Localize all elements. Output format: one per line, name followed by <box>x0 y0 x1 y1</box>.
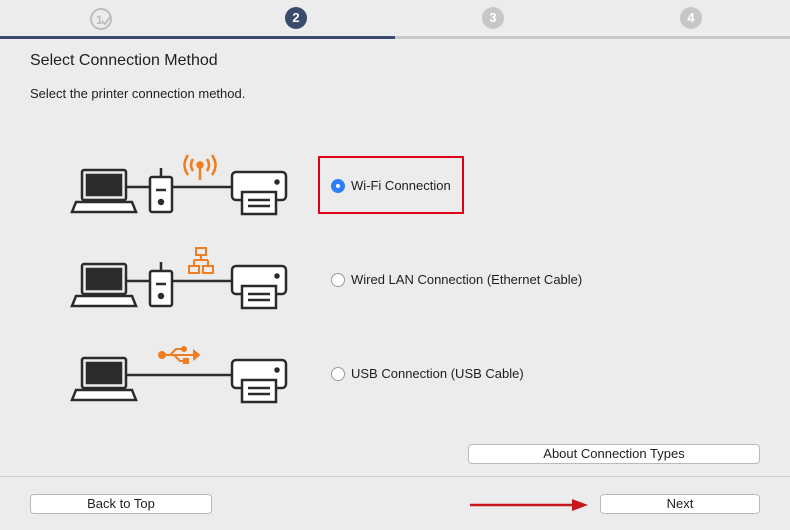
printer-icon <box>230 170 288 216</box>
wifi-connection-diagram <box>70 154 288 216</box>
printer-icon <box>230 358 288 404</box>
step-2-active: 2 <box>285 7 307 29</box>
step-3-pending: 3 <box>482 7 504 29</box>
option-usb[interactable]: USB Connection (USB Cable) <box>331 366 524 381</box>
option-wifi[interactable]: Wi-Fi Connection <box>331 178 451 193</box>
wifi-highlight-box <box>318 156 464 214</box>
router-icon <box>148 262 174 308</box>
step-4-pending: 4 <box>680 7 702 29</box>
router-icon <box>148 168 174 214</box>
usb-connection-diagram <box>70 346 288 404</box>
about-connection-types-button[interactable]: About Connection Types <box>468 444 760 464</box>
option-usb-label: USB Connection (USB Cable) <box>351 366 524 381</box>
step-1-done: 1 <box>90 8 112 30</box>
usb-icon <box>158 346 201 364</box>
footer-divider <box>0 476 790 477</box>
laptop-icon <box>70 168 138 214</box>
printer-icon <box>230 264 288 310</box>
red-arrow-icon <box>470 499 588 511</box>
wired-lan-diagram <box>70 247 288 310</box>
option-wifi-label: Wi-Fi Connection <box>351 178 451 193</box>
page-subtitle: Select the printer connection method. <box>30 86 246 101</box>
page-title: Select Connection Method <box>30 52 218 69</box>
option-wired-lan-label: Wired LAN Connection (Ethernet Cable) <box>351 272 583 287</box>
laptop-icon <box>70 356 138 402</box>
svg-text:1: 1 <box>96 13 103 27</box>
check-icon: 1 <box>96 13 110 27</box>
laptop-icon <box>70 262 138 308</box>
next-button[interactable]: Next <box>600 494 760 514</box>
back-to-top-button[interactable]: Back to Top <box>30 494 212 514</box>
wired-lan-radio[interactable] <box>331 272 345 287</box>
wifi-radio[interactable] <box>331 178 345 193</box>
progress-fill <box>0 36 395 39</box>
wifi-signal-icon <box>183 154 217 180</box>
option-wired-lan[interactable]: Wired LAN Connection (Ethernet Cable) <box>331 272 582 287</box>
progress-track <box>0 36 790 39</box>
progress-stepper: 1 2 3 4 <box>0 0 790 40</box>
network-lan-icon <box>188 247 214 274</box>
usb-radio[interactable] <box>331 366 345 381</box>
